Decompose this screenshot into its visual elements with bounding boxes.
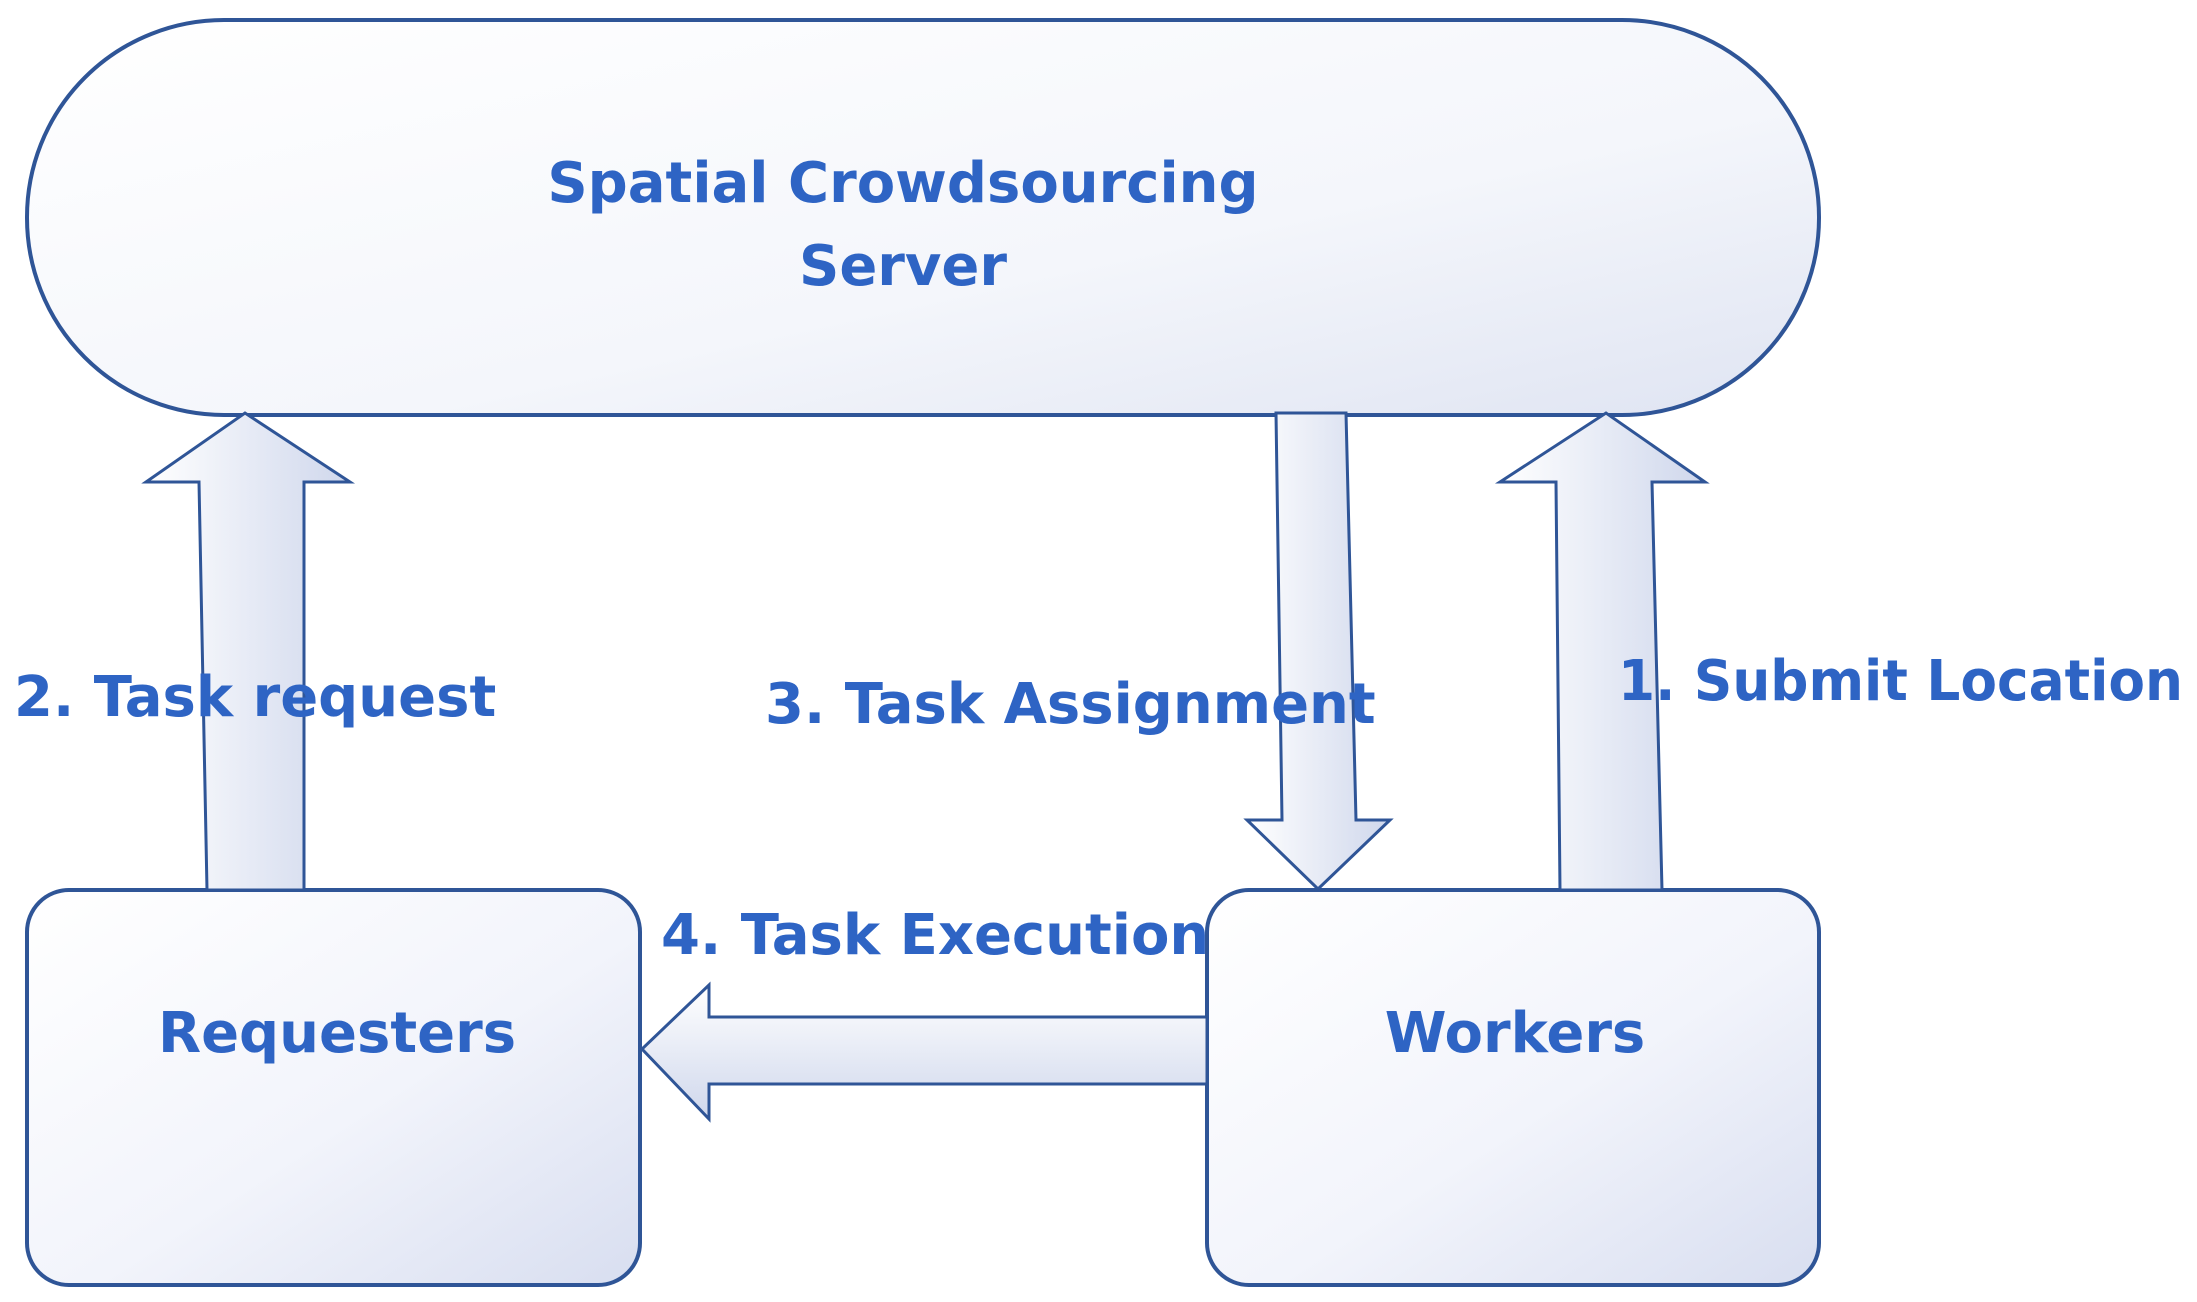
task-request-label: 2. Task request xyxy=(14,665,496,730)
server-shape xyxy=(25,18,1821,417)
server-title-line2: Server xyxy=(799,234,1007,299)
task-assignment-arrow xyxy=(1243,411,1394,892)
workers-node: Workers xyxy=(1205,888,1821,1287)
server-title-line1: Spatial Crowdsourcing xyxy=(547,151,1258,216)
submit-location-label: 1. Submit Location xyxy=(1618,649,2183,714)
requesters-label: Requesters xyxy=(158,1001,516,1066)
submit-location-arrow xyxy=(1494,411,1710,892)
server-node: Spatial Crowdsourcing Server xyxy=(25,18,1821,417)
task-execution-arrow xyxy=(639,981,1209,1123)
workers-shape xyxy=(1205,888,1821,1287)
task-assignment-label: 3. Task Assignment xyxy=(765,672,1376,737)
requesters-node: Requesters xyxy=(25,888,642,1287)
requesters-shape xyxy=(25,888,642,1287)
task-request-arrow xyxy=(141,411,356,892)
task-execution-label: 4. Task Execution xyxy=(661,903,1209,968)
workers-label: Workers xyxy=(1385,1001,1646,1066)
